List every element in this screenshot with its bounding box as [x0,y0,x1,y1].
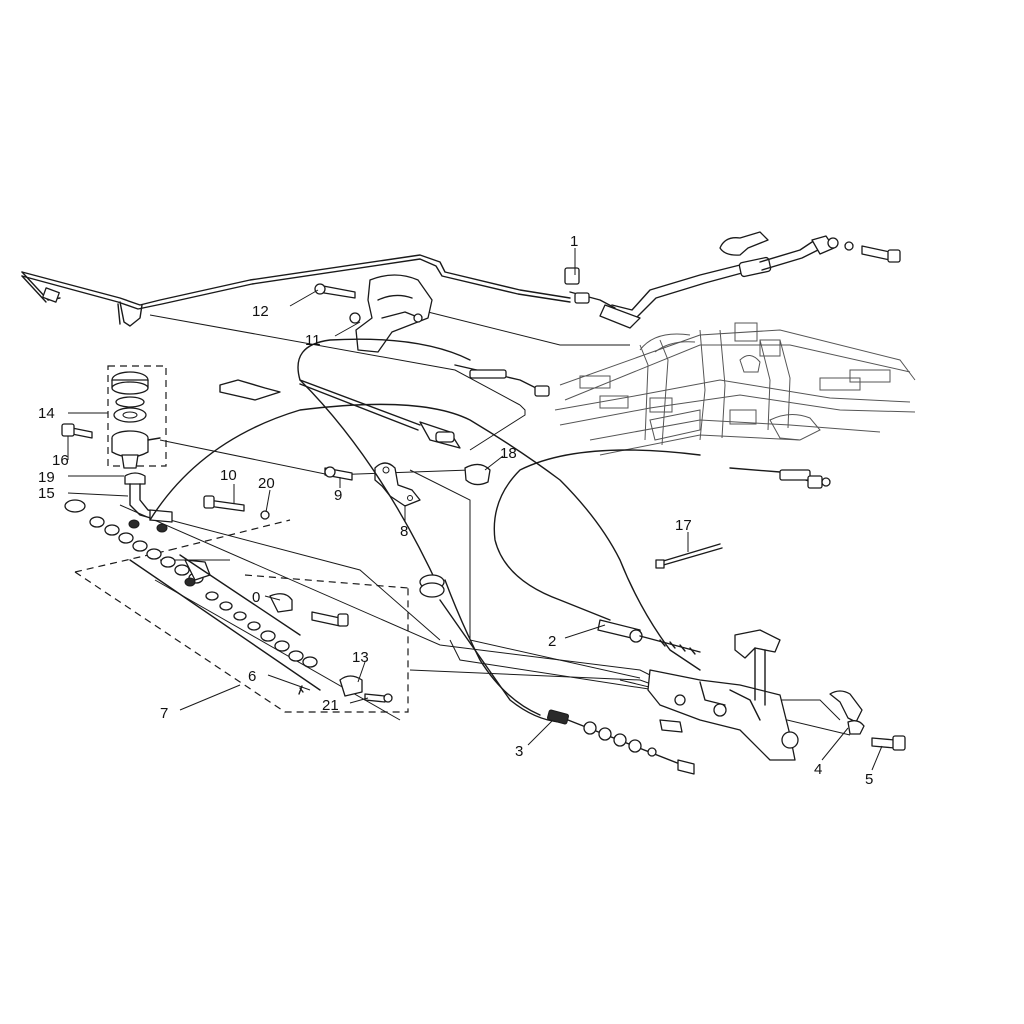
callout-21: 21 [322,697,339,714]
callout-12: 12 [252,303,269,320]
upper-cables [219,364,831,489]
brake-hose-front [564,231,901,329]
callout-4: 4 [814,761,822,778]
brake-pipe-main [21,254,571,327]
vehicle-frame [554,322,916,456]
callout-20: 20 [258,475,275,492]
callout-6: 6 [248,668,256,685]
callout-10: 10 [220,467,237,484]
callout-13: 13 [352,649,369,666]
callout-5: 5 [865,771,873,788]
cable-tie [655,543,723,569]
callout-7: 7 [160,705,168,722]
leader-lines [67,248,883,771]
callout-8: 8 [400,523,408,540]
bracket-8 [374,462,421,507]
callout-9: 9 [334,487,342,504]
repair-kit-box [74,519,409,713]
callout-15: 15 [38,485,55,502]
bolts-and-washers [203,463,491,520]
callout-16: 16 [52,452,69,469]
callout-1: 1 [570,233,578,250]
callout-18: 18 [500,445,517,462]
cable-2-end [597,619,701,655]
kit-parts [64,499,393,703]
callout-labels: 1 2 3 4 5 6 7 8 9 10 11 12 13 14 15 16 1… [38,233,873,788]
callout-3: 3 [515,743,523,760]
cable-grommet [419,574,445,598]
callout-19: 19 [38,469,55,486]
caliper-guard [314,274,433,353]
brake-lever-bracket [647,629,906,761]
callout-2: 2 [548,633,556,650]
callout-0: 0 [252,589,260,606]
callout-11: 11 [305,332,321,349]
reservoir-assembly [61,365,173,523]
parking-brake-cables [149,338,701,723]
callout-17: 17 [675,517,692,534]
callout-14: 14 [38,405,55,422]
cable-3-end [546,709,695,775]
